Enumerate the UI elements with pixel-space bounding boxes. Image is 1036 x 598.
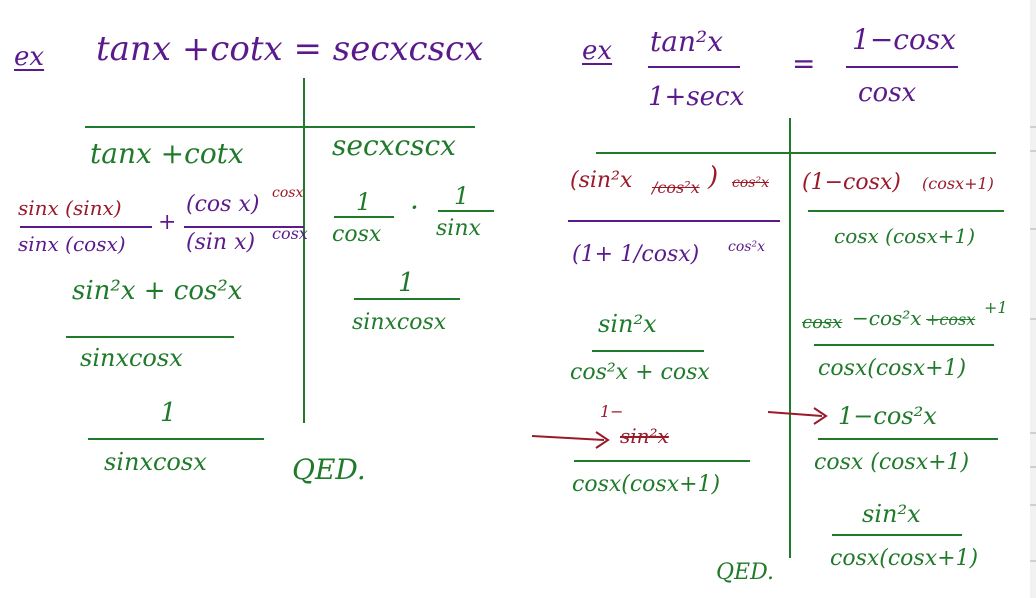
r2-bar [354, 298, 460, 300]
rr3-num: 1−cos²x [838, 402, 937, 430]
rl1-bar [568, 220, 780, 222]
right-table-hline [596, 152, 996, 154]
left-qed: QED. [292, 453, 366, 486]
scroll-tick [1030, 318, 1036, 320]
l1-f2-den: (sin x) [186, 230, 256, 255]
l1-f2-num: (cos x) [186, 192, 260, 217]
scroll-tick [1030, 126, 1036, 128]
right-table-vline [789, 118, 791, 558]
rr4-den: cosx(cosx+1) [830, 546, 979, 571]
left-table-hline [85, 126, 475, 128]
r1-dot: · [410, 191, 419, 224]
left-col-header: tanx +cotx [90, 137, 244, 170]
scroll-tick [1030, 560, 1036, 562]
rl1-num-close: ) [708, 162, 719, 192]
r1-f1-num: 1 [356, 188, 372, 216]
l1-f2-den-factor: cosx [272, 224, 308, 243]
right-rhs-den: cosx [858, 78, 917, 108]
right-ex-label: ex [582, 36, 613, 66]
l2-bar [66, 336, 234, 338]
rr3-den: cosx (cosx+1) [814, 450, 970, 475]
rl2-num: sin²x [598, 310, 657, 338]
l3-bar [88, 438, 264, 440]
rr2-cancel2: +cosx [926, 310, 976, 329]
right-qed: QED. [716, 560, 774, 585]
rr4-bar [832, 534, 962, 536]
scroll-tick [1030, 466, 1036, 468]
scroll-tick [1030, 150, 1036, 152]
rr1-num: (1−cosx) [802, 170, 901, 195]
rr1-num-factor: (cosx+1) [922, 174, 994, 193]
right-lhs-den: 1+secx [648, 82, 745, 112]
right-col-header: secxcscx [332, 129, 456, 162]
right-equals: = [792, 47, 816, 80]
l2-den: sinxcosx [80, 344, 183, 372]
right-lhs-num: tan²x [650, 25, 723, 58]
arrow-right-icon [767, 407, 828, 425]
rl1-num-factor: cos²x [732, 175, 769, 191]
scrollbar[interactable] [1030, 0, 1036, 598]
right-rhs-num: 1−cosx [852, 23, 956, 56]
rr4-num: sin²x [862, 500, 921, 528]
l1-f1-den: sinx (cosx) [18, 232, 126, 256]
rr2-bar [814, 344, 994, 346]
r1-f2-bar [438, 210, 494, 212]
rr2-mid: −cos²x [852, 306, 922, 330]
rl2-bar [592, 350, 704, 352]
r1-f2-num: 1 [454, 182, 470, 210]
right-lhs-bar [648, 66, 740, 68]
right-rhs-bar [846, 66, 958, 68]
rl2-den: cos²x + cosx [570, 360, 710, 385]
rr1-den: cosx (cosx+1) [834, 224, 976, 248]
scroll-tick [1030, 504, 1036, 506]
left-table-vline [303, 78, 305, 423]
rl1-den-factor: cos²x [728, 239, 765, 255]
l3-num: 1 [160, 398, 177, 428]
r1-f1-bar [334, 216, 394, 218]
l1-f2-num-factor: cosx [272, 185, 304, 201]
r1-f2-den: sinx [436, 216, 481, 241]
left-identity: tanx +cotx = secxcscx [96, 29, 484, 69]
rr1-bar [808, 210, 1004, 212]
l1-f1-num: sinx (sinx) [18, 196, 122, 220]
l1-f1-bar [20, 226, 152, 228]
scroll-tick [1030, 228, 1036, 230]
r1-f1-den: cosx [332, 222, 382, 247]
arrow-left-icon [531, 431, 610, 449]
l3-den: sinxcosx [104, 448, 207, 476]
rl3-num: sin²x [620, 424, 669, 448]
r2-den: sinxcosx [352, 310, 447, 335]
rl3-note: 1− [600, 402, 624, 421]
rl1-den: (1+ 1/cosx) [572, 242, 700, 267]
rl1-num-cancel: /cos²x [652, 178, 700, 197]
rl3-den: cosx(cosx+1) [572, 472, 721, 497]
l1-f2-bar [184, 226, 304, 228]
rr2-cancel1: cosx [802, 312, 843, 333]
r2-num: 1 [398, 268, 415, 298]
left-ex-label: ex [14, 42, 45, 72]
l2-num: sin²x + cos²x [72, 276, 243, 306]
rr2-tail: +1 [984, 298, 1008, 317]
rr2-den: cosx(cosx+1) [818, 356, 967, 381]
rl3-bar [574, 460, 750, 462]
l1-plus: + [158, 210, 177, 235]
rr3-bar [818, 438, 998, 440]
scroll-tick [1030, 432, 1036, 434]
rl1-num-open: (sin²x [570, 168, 633, 193]
